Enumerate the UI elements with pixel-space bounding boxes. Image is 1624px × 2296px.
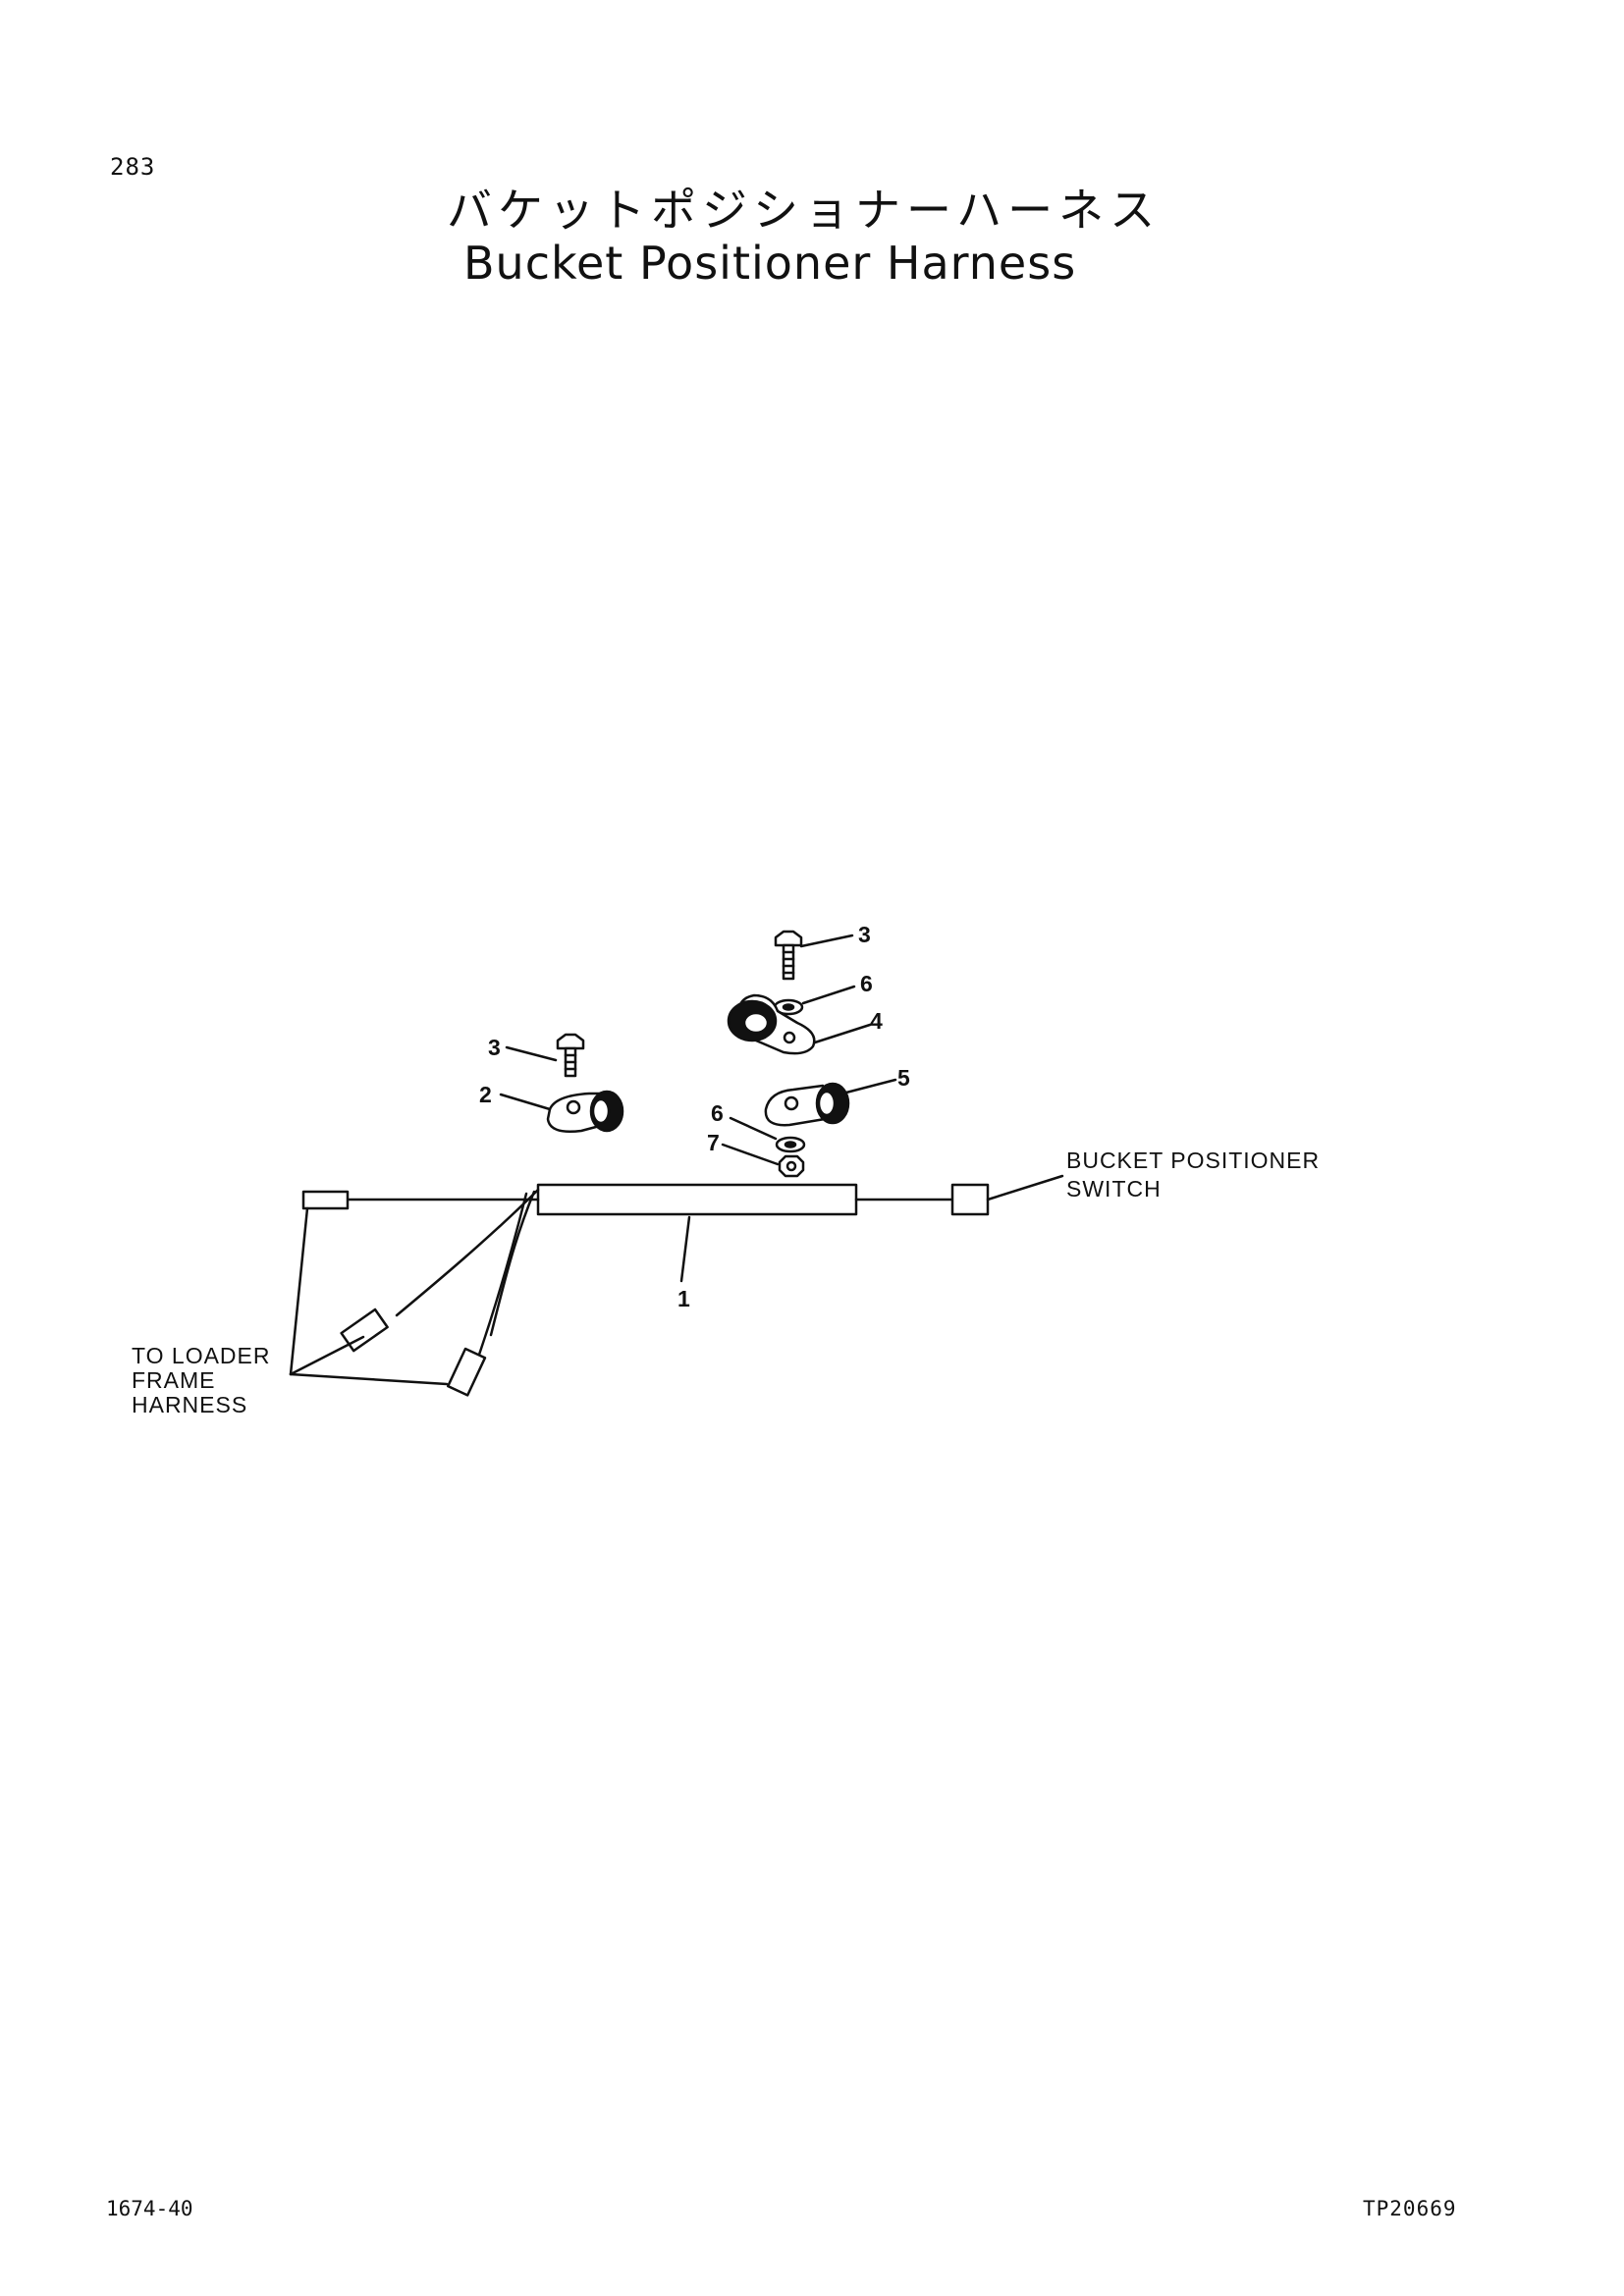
footer-figure-code: TP20669 bbox=[1363, 2197, 1457, 2220]
washer-top-icon bbox=[773, 998, 804, 1016]
title-japanese: バケットポジショナーハーネス bbox=[447, 184, 1162, 237]
callout-6-lower: 6 bbox=[711, 1100, 724, 1126]
right-wire bbox=[854, 1174, 1064, 1216]
loader-note-leaders bbox=[289, 1206, 449, 1386]
bolt-left-icon bbox=[556, 1033, 585, 1078]
clamp-5-icon bbox=[764, 1082, 850, 1127]
callout-7: 7 bbox=[707, 1130, 720, 1155]
harness-tube bbox=[536, 1183, 858, 1216]
callout-2: 2 bbox=[479, 1082, 492, 1107]
washer-lower-icon bbox=[775, 1136, 806, 1153]
loader-note-line3: HARNESS bbox=[132, 1392, 247, 1417]
branch-connector-2-icon bbox=[447, 1347, 487, 1397]
branch-wires bbox=[340, 1188, 540, 1397]
callout-6-top: 6 bbox=[860, 971, 873, 996]
switch-note-line1: BUCKET POSITIONER bbox=[1066, 1148, 1320, 1173]
left-wire bbox=[301, 1190, 540, 1210]
left-connector-icon bbox=[301, 1190, 350, 1210]
callout-4: 4 bbox=[870, 1008, 883, 1034]
nut-icon bbox=[778, 1154, 805, 1178]
callout-1: 1 bbox=[677, 1286, 690, 1311]
callout-3-left: 3 bbox=[488, 1035, 501, 1060]
callout-3-right: 3 bbox=[858, 922, 871, 947]
callout-5: 5 bbox=[897, 1065, 910, 1091]
page-number: 283 bbox=[110, 153, 156, 181]
switch-note-line2: SWITCH bbox=[1066, 1176, 1162, 1201]
footer-model-code: 1674-40 bbox=[106, 2197, 193, 2220]
clamp-4-icon bbox=[727, 993, 816, 1055]
title-english: Bucket Positioner Harness bbox=[463, 237, 1077, 290]
switch-connector-icon bbox=[950, 1183, 990, 1216]
loader-note-line1: TO LOADER bbox=[132, 1343, 271, 1368]
clamp-2-icon bbox=[546, 1090, 624, 1133]
loader-note-line2: FRAME bbox=[132, 1367, 216, 1393]
bolt-right-icon bbox=[774, 930, 803, 981]
branch-connector-1-icon bbox=[340, 1308, 389, 1353]
